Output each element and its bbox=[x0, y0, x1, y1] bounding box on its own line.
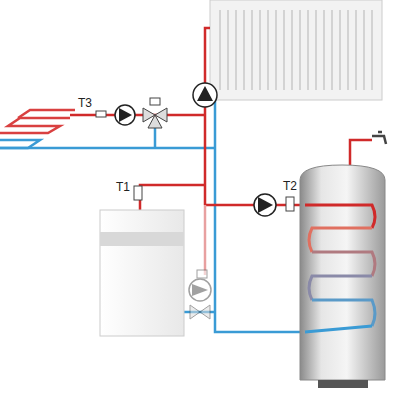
sensor bbox=[134, 186, 142, 200]
sensor bbox=[96, 111, 106, 117]
boiler-panel bbox=[100, 232, 184, 246]
floor-heating bbox=[0, 110, 75, 148]
storage-tank bbox=[300, 165, 385, 380]
mixing-valve bbox=[143, 98, 167, 128]
tank-coil bbox=[305, 205, 375, 332]
radiator-fins bbox=[214, 0, 378, 100]
pump bbox=[254, 194, 276, 216]
sensor-label: T3 bbox=[78, 97, 92, 109]
boiler bbox=[100, 210, 184, 336]
sensor bbox=[286, 197, 294, 211]
bypass-pipe bbox=[204, 205, 207, 275]
sensor-label: T2 bbox=[283, 180, 297, 192]
sensor-label: T1 bbox=[116, 181, 130, 193]
pump bbox=[193, 83, 217, 107]
radiator bbox=[210, 0, 382, 100]
tap bbox=[372, 132, 386, 144]
pump bbox=[115, 105, 135, 125]
tank-base bbox=[318, 380, 368, 388]
boiler-pump bbox=[189, 270, 211, 319]
